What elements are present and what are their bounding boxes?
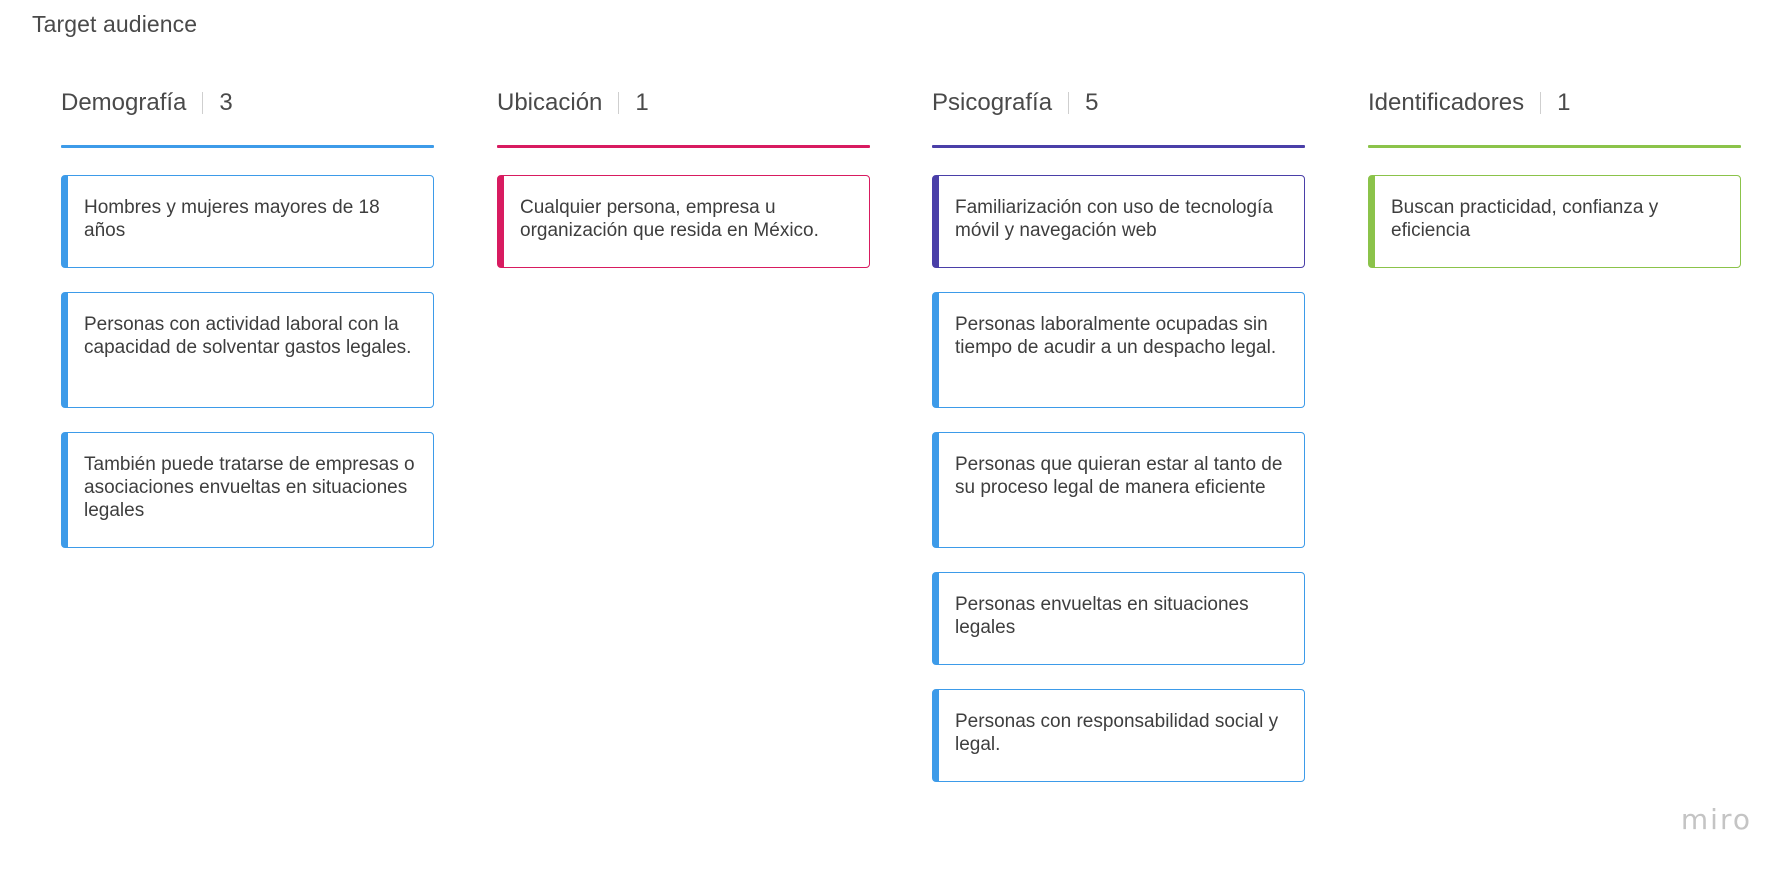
- header-divider: [618, 91, 620, 114]
- column-title: Identificadores: [1368, 88, 1525, 116]
- column-color-rule: [497, 145, 870, 148]
- card-list: Hombres y mujeres mayores de 18 años Per…: [61, 175, 434, 548]
- miro-logo: miro: [1680, 803, 1752, 836]
- column-title: Demografía: [61, 88, 187, 116]
- card-count: 1: [635, 88, 649, 116]
- column-demografia: Demografía 3 Hombres y mujeres mayores d…: [61, 86, 434, 572]
- sticky-card[interactable]: También puede tratarse de empresas o aso…: [61, 432, 434, 548]
- header-divider: [202, 91, 204, 114]
- card-count: 5: [1085, 88, 1099, 116]
- sticky-card[interactable]: Personas que quieran estar al tanto de s…: [932, 432, 1305, 548]
- column-color-rule: [1368, 145, 1741, 148]
- sticky-card[interactable]: Hombres y mujeres mayores de 18 años: [61, 175, 434, 268]
- card-count: 1: [1557, 88, 1571, 116]
- sticky-card[interactable]: Personas con responsabilidad social y le…: [932, 689, 1305, 782]
- card-list: Buscan practicidad, confianza y eficienc…: [1368, 175, 1741, 268]
- card-count: 3: [219, 88, 233, 116]
- column-header[interactable]: Demografía 3: [61, 86, 434, 119]
- sticky-card[interactable]: Personas con actividad laboral con la ca…: [61, 292, 434, 408]
- column-title: Psicografía: [932, 88, 1053, 116]
- header-divider: [1540, 91, 1542, 114]
- column-psicografia: Psicografía 5 Familiarización con uso de…: [932, 86, 1305, 806]
- column-color-rule: [932, 145, 1305, 148]
- column-identificadores: Identificadores 1 Buscan practicidad, co…: [1368, 86, 1741, 292]
- sticky-card[interactable]: Cualquier persona, empresa u organizació…: [497, 175, 870, 268]
- card-list: Cualquier persona, empresa u organizació…: [497, 175, 870, 268]
- card-list: Familiarización con uso de tecnología mó…: [932, 175, 1305, 782]
- header-divider: [1068, 91, 1070, 114]
- sticky-card[interactable]: Personas envueltas en situaciones legale…: [932, 572, 1305, 665]
- column-color-rule: [61, 145, 434, 148]
- column-title: Ubicación: [497, 88, 603, 116]
- column-header[interactable]: Ubicación 1: [497, 86, 870, 119]
- board-title: Target audience: [32, 11, 198, 37]
- column-header[interactable]: Psicografía 5: [932, 86, 1305, 119]
- sticky-card[interactable]: Familiarización con uso de tecnología mó…: [932, 175, 1305, 268]
- column-ubicacion: Ubicación 1 Cualquier persona, empresa u…: [497, 86, 870, 292]
- sticky-card[interactable]: Buscan practicidad, confianza y eficienc…: [1368, 175, 1741, 268]
- column-header[interactable]: Identificadores 1: [1368, 86, 1741, 119]
- sticky-card[interactable]: Personas laboralmente ocupadas sin tiemp…: [932, 292, 1305, 408]
